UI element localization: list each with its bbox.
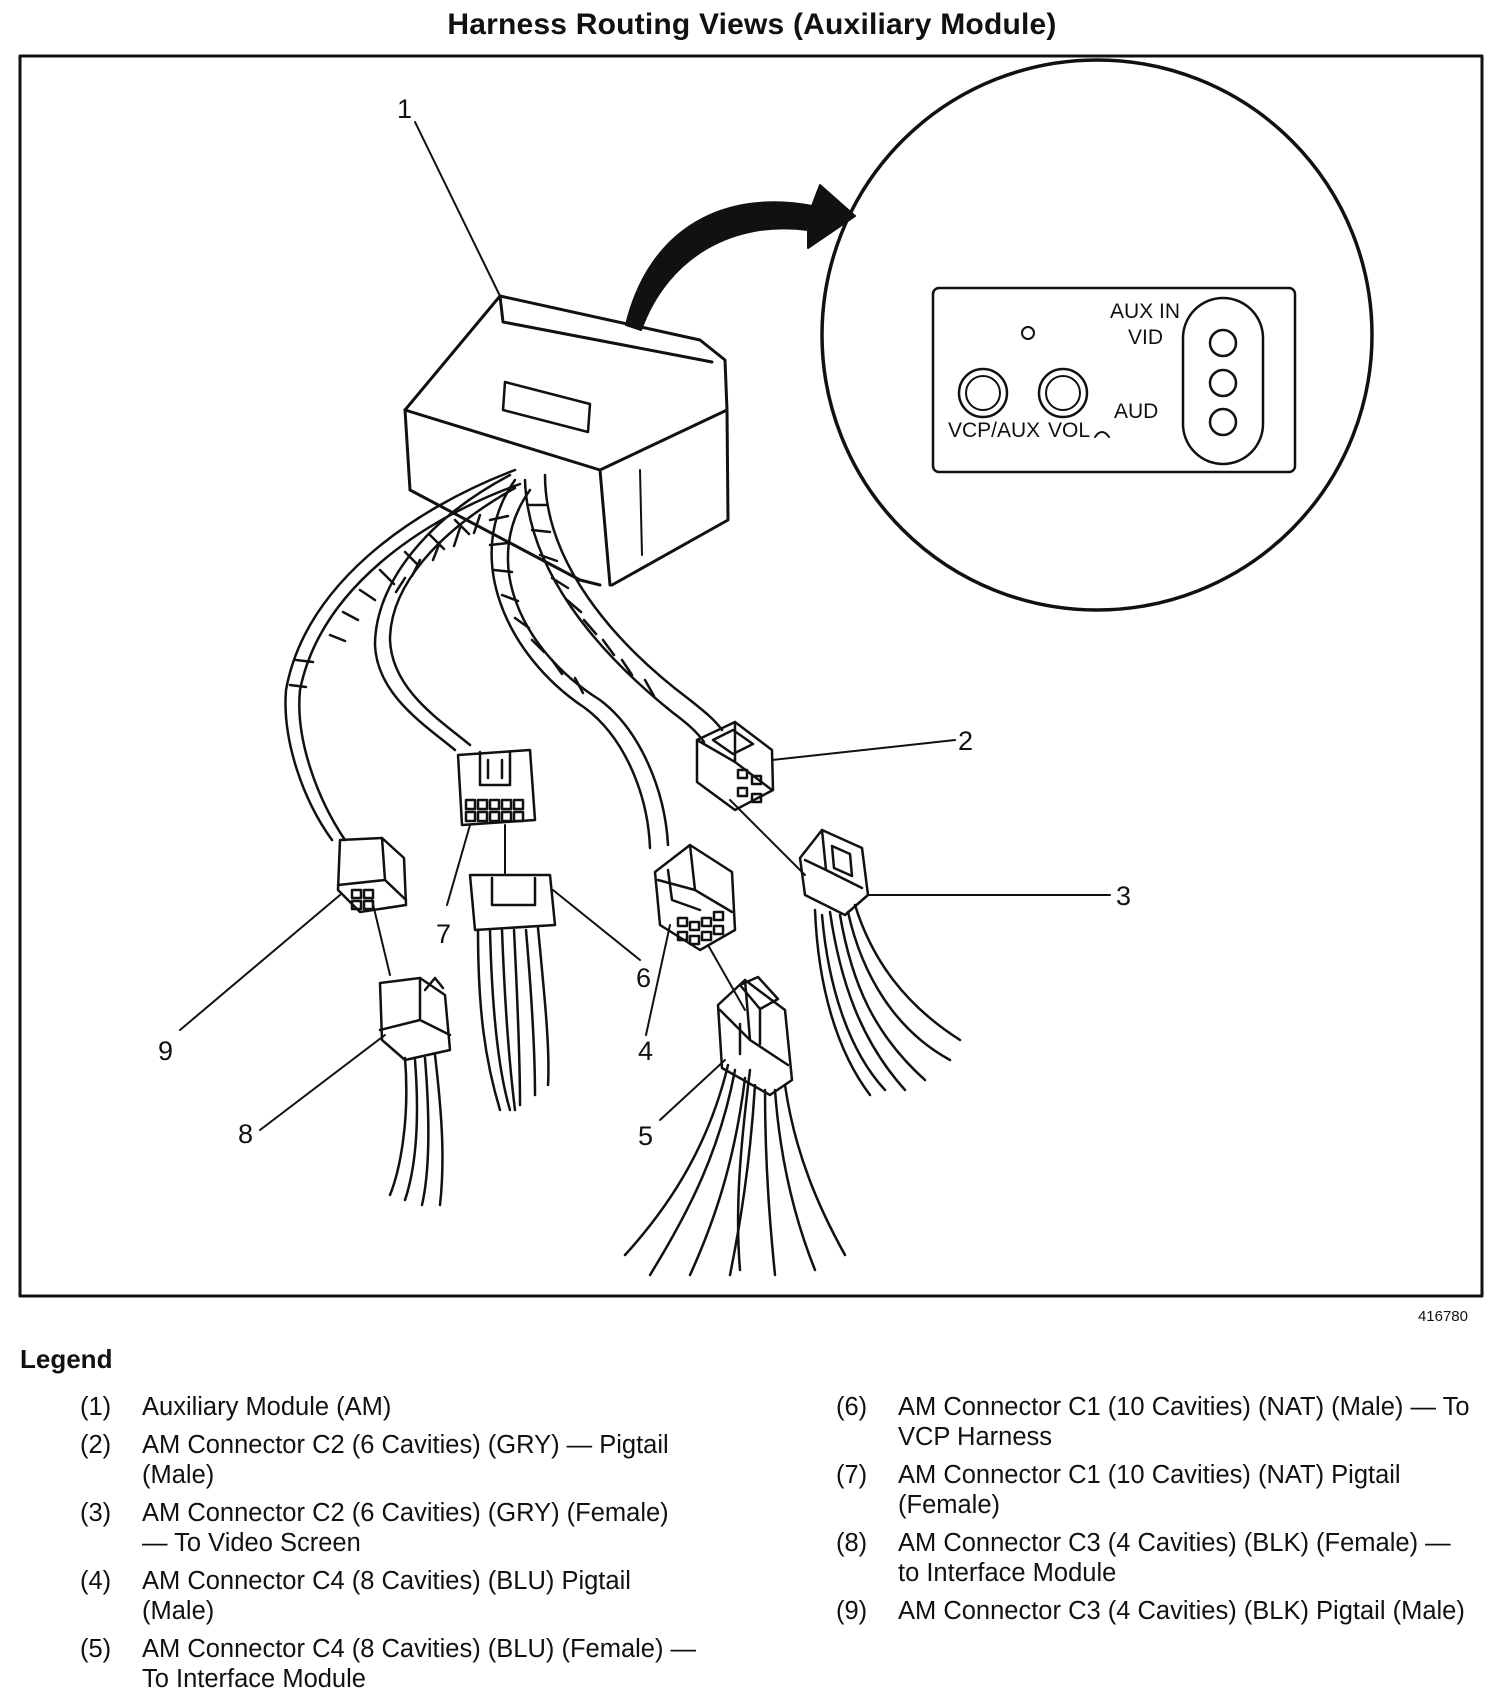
callout-8: 8 [238,1119,253,1149]
harness-bundles [284,468,724,850]
callout-1: 1 [397,94,412,124]
harness-illustration: 1 2 3 4 5 6 7 8 9 AUX IN VID AUD VCP/AUX… [18,54,1484,1298]
leader-2 [771,739,956,761]
figure-frame [18,54,1484,1298]
connector-c2-female [798,828,962,1097]
callout-labels: 1 2 3 4 5 6 7 8 9 [158,94,1131,1151]
panel-labels: AUX IN VID AUD VCP/AUX VOL [948,300,1180,442]
connector-c3-pigtail [336,836,408,914]
panel-label-vid: VID [1128,326,1163,349]
module-face-panel [931,286,1297,474]
callout-5: 5 [638,1121,653,1151]
legend-item: (5) AM Connector C4 (8 Cavities) (BLU) (… [80,1634,700,1694]
legend-item: (9) AM Connector C3 (4 Cavities) (BLK) P… [836,1596,1476,1626]
connector-c4-pigtail [653,843,737,952]
legend-item-text: AM Connector C3 (4 Cavities) (BLK) (Fema… [898,1529,1451,1587]
panel-label-vcp-aux: VCP/AUX [948,419,1040,442]
legend-item: (2) AM Connector C2 (6 Cavities) (GRY) —… [80,1430,700,1490]
audio-jack-right [1208,407,1238,437]
vcp-aux-button [957,367,1009,419]
legend-item: (4) AM Connector C4 (8 Cavities) (BLU) P… [80,1566,700,1626]
connector-c4-female [623,975,847,1277]
legend-item-text: Auxiliary Module (AM) [142,1393,392,1421]
panel-label-aux-in: AUX IN [1110,300,1180,323]
legend-item: (1) Auxiliary Module (AM) [80,1392,700,1422]
callout-3: 3 [1116,881,1131,911]
legend-title: Legend [20,1344,113,1374]
legend-item-number: (1) [80,1393,112,1421]
callout-6: 6 [636,963,651,993]
leader-5 [659,1059,726,1121]
legend-item: (7) AM Connector C1 (10 Cavities) (NAT) … [836,1460,1476,1520]
legend-item: (3) AM Connector C2 (6 Cavities) (GRY) (… [80,1498,700,1558]
legend-item-text: AM Connector C2 (6 Cavities) (GRY) (Fema… [142,1499,669,1557]
legend-column-left: (1) Auxiliary Module (AM) (2) AM Connect… [80,1392,700,1702]
legend-item-number: (8) [836,1529,868,1557]
audio-jack-left [1208,368,1238,398]
video-jack [1208,328,1238,358]
legend-column-right: (6) AM Connector C1 (10 Cavities) (NAT) … [836,1392,1476,1634]
legend-item-text: AM Connector C4 (8 Cavities) (BLU) (Fema… [142,1635,697,1693]
volume-knob [1037,367,1089,419]
connector-c1-male [468,873,557,1112]
legend-item-text: AM Connector C1 (10 Cavities) (NAT) (Mal… [898,1393,1470,1451]
panel-label-aud: AUD [1114,400,1158,423]
legend-item-number: (5) [80,1635,112,1663]
connector-c1-pigtail [456,748,537,827]
leader-1 [414,121,501,297]
auxiliary-module [403,294,730,587]
tape-wraps [288,503,656,698]
connector-c3-female [378,976,452,1207]
aux-in-jack-panel [1181,296,1265,466]
detail-circle [820,58,1374,612]
indicator-led [1021,326,1035,340]
legend-item-text: AM Connector C3 (4 Cavities) (BLK) Pigta… [898,1597,1465,1625]
panel-label-vol: VOL [1048,419,1090,442]
detail-arrow [625,184,856,331]
leader-4 [645,924,671,1036]
callout-9: 9 [158,1036,173,1066]
legend-item-text: AM Connector C1 (10 Cavities) (NAT) Pigt… [898,1461,1401,1519]
legend-item-number: (4) [80,1567,112,1595]
callout-2: 2 [958,726,973,756]
connector-c2-pigtail [695,720,775,812]
legend-item-text: AM Connector C2 (6 Cavities) (GRY) — Pig… [142,1431,669,1489]
legend-item-number: (3) [80,1499,112,1527]
callout-7: 7 [436,919,451,949]
legend-item-number: (6) [836,1393,868,1421]
callout-4: 4 [638,1036,653,1066]
figure-number: 416780 [1417,1308,1468,1325]
legend-item: (8) AM Connector C3 (4 Cavities) (BLK) (… [836,1528,1476,1588]
diagram-title: Harness Routing Views (Auxiliary Module) [447,8,1057,41]
legend-item-number: (9) [836,1597,868,1625]
legend-item-number: (2) [80,1431,112,1459]
legend-item-text: AM Connector C4 (8 Cavities) (BLU) Pigta… [142,1567,631,1625]
legend-item: (6) AM Connector C1 (10 Cavities) (NAT) … [836,1392,1476,1452]
legend-item-number: (7) [836,1461,868,1489]
